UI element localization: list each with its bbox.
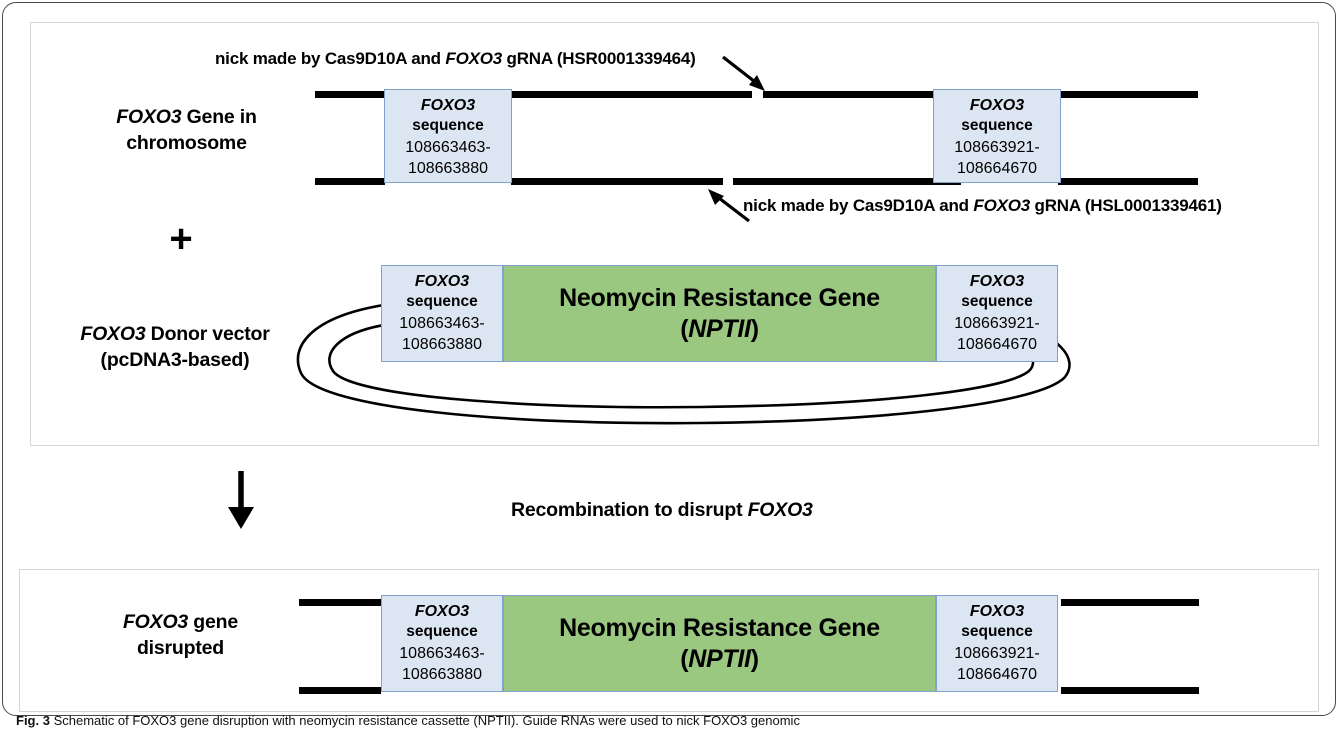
donor-right-box-start: 108663921- <box>954 314 1040 332</box>
row-label-donor-vector: FOXO3 Donor vector (pcDNA3-based) <box>25 321 325 374</box>
chromosome-bottom-strand-right2 <box>1058 178 1198 185</box>
disrupted-left-box-kind: sequence <box>406 623 478 641</box>
donor-right-box-kind: sequence <box>961 293 1033 311</box>
disrupted-top-strand-right <box>1061 599 1199 606</box>
chromosome-top-strand-right2 <box>1058 91 1198 98</box>
recombination-down-arrow-icon <box>228 471 254 529</box>
chromosome-left-box-end: 108663880 <box>407 160 489 178</box>
callout-nick-bottom: nick made by Cas9D10A and FOXO3 gRNA (HS… <box>743 196 1222 216</box>
donor-neomycin-gene-box: Neomycin Resistance Gene (NPTII) <box>503 265 936 362</box>
chromosome-bottom-strand-left <box>315 178 385 185</box>
donor-gene-box-paren-close: ) <box>750 314 759 343</box>
donor-gene-box-nptii: NPTII <box>688 314 751 343</box>
disrupted-gene-box-nptii: NPTII <box>688 644 751 673</box>
donor-left-box-gene: FOXO3 <box>414 273 470 290</box>
chromosome-left-box-start: 108663463- <box>405 138 491 156</box>
figure-frame: FOXO3 Gene in chromosome FOXO3 sequence … <box>2 2 1336 716</box>
figure-caption: Fig. 3 Schematic of FOXO3 gene disruptio… <box>16 713 1326 729</box>
disrupted-bottom-strand-right <box>1061 687 1199 694</box>
disrupted-gene-box-paren-open: ( <box>680 644 689 673</box>
donor-left-sequence-box: FOXO3 sequence 108663463- 108663880 <box>381 265 503 362</box>
donor-right-box-gene: FOXO3 <box>969 273 1025 290</box>
disrupted-gene-box-line1: Neomycin Resistance Gene <box>559 614 880 642</box>
donor-gene-box-line1: Neomycin Resistance Gene <box>559 284 880 312</box>
disrupted-gene-box-paren-close: ) <box>750 644 759 673</box>
row-label-disrupted-rest: gene <box>188 611 239 633</box>
callout-nick-bottom-prefix: nick made by Cas9D10A and <box>743 196 974 215</box>
donor-left-box-kind: sequence <box>406 293 478 311</box>
callout-nick-bottom-gene: FOXO3 <box>973 196 1031 215</box>
disrupted-right-box-end: 108664670 <box>956 666 1038 684</box>
callout-nick-top-gene: FOXO3 <box>445 49 503 68</box>
figure-caption-number: Fig. 3 <box>16 713 50 728</box>
row-label-chromosome-rest: Gene in <box>181 106 257 128</box>
chromosome-bottom-strand-mid <box>511 178 723 185</box>
plus-symbol: + <box>169 217 193 261</box>
donor-right-box-end: 108664670 <box>956 336 1038 354</box>
row-label-disrupted-line2: disrupted <box>136 637 225 660</box>
donor-right-sequence-box: FOXO3 sequence 108663921- 108664670 <box>936 265 1058 362</box>
donor-gene-box-paren-open: ( <box>680 314 689 343</box>
row-label-chromosome-gene: FOXO3 <box>116 106 182 128</box>
donor-left-box-start: 108663463- <box>399 314 485 332</box>
row-label-chromosome-line2: chromosome <box>126 132 247 155</box>
donor-left-box-end: 108663880 <box>401 336 483 354</box>
row-label-donor-gene: FOXO3 <box>80 323 146 345</box>
chromosome-top-strand-mid <box>511 91 752 98</box>
callout-nick-top-prefix: nick made by Cas9D10A and <box>215 49 446 68</box>
chromosome-bottom-strand-right1 <box>733 178 961 185</box>
disrupted-top-strand-left <box>299 599 381 606</box>
callout-nick-bottom-suffix: gRNA (HSL0001339461) <box>1030 196 1222 215</box>
chromosome-right-sequence-box: FOXO3 sequence 108663921- 108664670 <box>933 89 1061 183</box>
recombination-text-prefix: Recombination to disrupt <box>511 499 748 521</box>
chromosome-top-strand-left <box>315 91 385 98</box>
disrupted-bottom-strand-left <box>299 687 381 694</box>
row-label-disrupted-gene: FOXO3 <box>122 611 189 633</box>
nick-top-arrow-icon <box>722 55 765 91</box>
chromosome-left-box-kind: sequence <box>412 117 484 135</box>
donor-gene-box-line2: (NPTII) <box>680 314 759 345</box>
disrupted-left-box-start: 108663463- <box>399 644 485 662</box>
callout-nick-top-suffix: gRNA (HSR0001339464) <box>502 49 696 68</box>
chromosome-left-sequence-box: FOXO3 sequence 108663463- 108663880 <box>384 89 512 183</box>
figure-caption-text: Schematic of FOXO3 gene disruption with … <box>53 713 800 728</box>
chromosome-right-box-gene: FOXO3 <box>969 97 1025 114</box>
row-label-disrupted: FOXO3 gene disrupted <box>43 609 318 662</box>
disrupted-right-sequence-box: FOXO3 sequence 108663921- 108664670 <box>936 595 1058 692</box>
disrupted-neomycin-gene-box: Neomycin Resistance Gene (NPTII) <box>503 595 936 692</box>
disrupted-right-box-gene: FOXO3 <box>969 603 1025 620</box>
callout-nick-top: nick made by Cas9D10A and FOXO3 gRNA (HS… <box>215 49 696 69</box>
chromosome-left-box-gene: FOXO3 <box>420 97 476 114</box>
disrupted-left-box-end: 108663880 <box>401 666 483 684</box>
chromosome-right-box-kind: sequence <box>961 117 1033 135</box>
chromosome-top-strand-right1 <box>763 91 961 98</box>
row-label-chromosome: FOXO3 Gene in chromosome <box>49 104 324 157</box>
plasmid-loop-icon <box>296 303 1071 425</box>
disrupted-gene-box-line2: (NPTII) <box>680 644 759 675</box>
chromosome-right-box-start: 108663921- <box>954 138 1040 156</box>
row-label-donor-line2: (pcDNA3-based) <box>100 349 250 372</box>
row-label-donor-rest: Donor vector <box>145 323 270 345</box>
recombination-text-gene: FOXO3 <box>747 499 813 521</box>
chromosome-right-box-end: 108664670 <box>956 160 1038 178</box>
recombination-step-label: Recombination to disrupt FOXO3 <box>511 499 813 522</box>
nick-bottom-arrow-icon <box>708 189 750 223</box>
disrupted-right-box-kind: sequence <box>961 623 1033 641</box>
disrupted-right-box-start: 108663921- <box>954 644 1040 662</box>
disrupted-left-sequence-box: FOXO3 sequence 108663463- 108663880 <box>381 595 503 692</box>
disrupted-left-box-gene: FOXO3 <box>414 603 470 620</box>
